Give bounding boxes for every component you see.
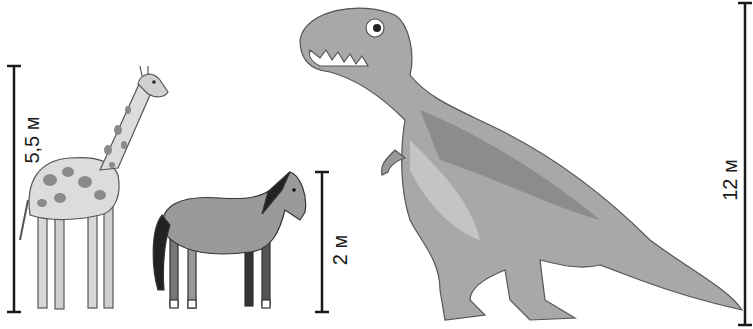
horse [153, 172, 305, 308]
giraffe [20, 66, 168, 309]
dimension-label: 2 м [330, 235, 350, 265]
dimension-label: 5,5 м [22, 116, 42, 163]
tyrannosaurus [300, 8, 742, 320]
dimension-label: 12 м [720, 159, 740, 201]
height-brackets [7, 3, 752, 325]
